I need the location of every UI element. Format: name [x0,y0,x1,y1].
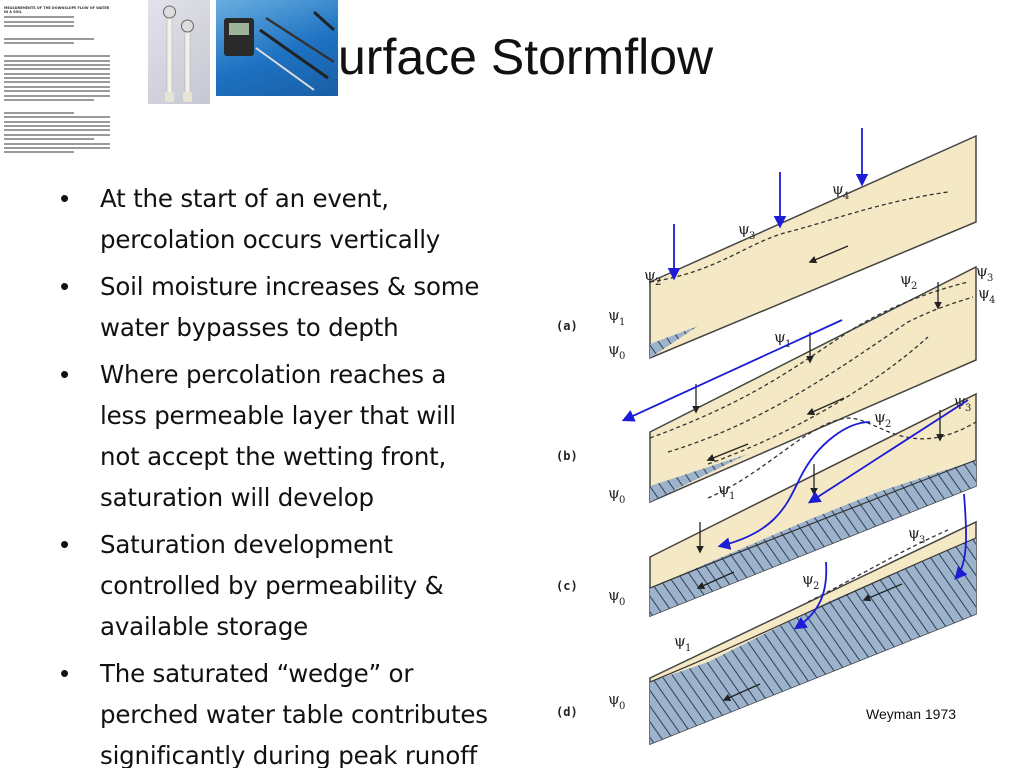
panel-label-c: (c) [556,579,578,593]
svg-text:3: 3 [987,273,993,284]
svg-text:2: 2 [885,419,891,430]
svg-text:1: 1 [729,491,735,502]
svg-text:ψ: ψ [908,524,920,542]
svg-text:2: 2 [813,581,819,592]
bullet-dot: • [60,266,69,307]
svg-text:4: 4 [843,191,849,202]
svg-text:ψ: ψ [738,220,750,238]
figure-credit: Weyman 1973 [866,706,956,722]
svg-text:3: 3 [919,535,925,546]
svg-text:ψ: ψ [608,484,620,502]
svg-text:0: 0 [619,701,625,712]
svg-text:ψ: ψ [802,570,814,588]
svg-text:ψ: ψ [978,284,990,302]
bullet-item: • At the start of an event, percolation … [58,178,530,260]
panel-label-a: (a) [556,319,578,333]
bullet-text: Where percolation reaches a less permeab… [100,354,530,518]
paper-thumbnail: MEASUREMENTS OF THE DOWNSLOPE FLOW OF WA… [0,0,114,180]
svg-text:ψ: ψ [644,266,656,284]
bullet-dot: • [60,178,69,219]
svg-text:ψ: ψ [718,480,730,498]
bullet-text: Saturation development controlled by per… [100,524,530,647]
svg-text:0: 0 [619,351,625,362]
svg-text:1: 1 [685,643,691,654]
svg-text:ψ: ψ [832,180,844,198]
panel-label-b: (b) [556,449,578,463]
bullet-list: • At the start of an event, percolation … [58,178,530,768]
svg-text:1: 1 [619,317,625,328]
svg-text:ψ: ψ [608,586,620,604]
svg-text:ψ: ψ [976,262,988,280]
svg-text:ψ: ψ [774,328,786,346]
svg-text:ψ: ψ [874,408,886,426]
svg-text:ψ: ψ [674,632,686,650]
svg-text:2: 2 [655,277,661,288]
svg-text:ψ: ψ [608,306,620,324]
svg-text:4: 4 [989,295,995,306]
meter-photo [216,0,338,96]
bullet-text: Soil moisture increases & some water byp… [100,266,530,348]
svg-text:3: 3 [749,231,755,242]
panel-label-d: (d) [556,705,578,719]
bullet-dot: • [60,354,69,395]
tensiometer-photo [148,0,210,104]
svg-text:ψ: ψ [608,690,620,708]
svg-text:0: 0 [619,495,625,506]
svg-text:0: 0 [619,597,625,608]
paper-heading: MEASUREMENTS OF THE DOWNSLOPE FLOW OF WA… [4,6,110,14]
bullet-dot: • [60,524,69,565]
bullet-item: • Saturation development controlled by p… [58,524,530,647]
slide-title: urface Stormflow [338,24,713,94]
bullet-item: • The saturated “wedge” or perched water… [58,653,530,768]
bullet-item: • Soil moisture increases & some water b… [58,266,530,348]
bullet-text: The saturated “wedge” or perched water t… [100,653,530,768]
bullet-item: • Where percolation reaches a less perme… [58,354,530,518]
svg-text:ψ: ψ [900,270,912,288]
bullet-dot: • [60,653,69,694]
svg-text:2: 2 [911,281,917,292]
svg-text:ψ: ψ [608,340,620,358]
bullet-text: At the start of an event, percolation oc… [100,178,530,260]
svg-text:3: 3 [965,403,971,414]
